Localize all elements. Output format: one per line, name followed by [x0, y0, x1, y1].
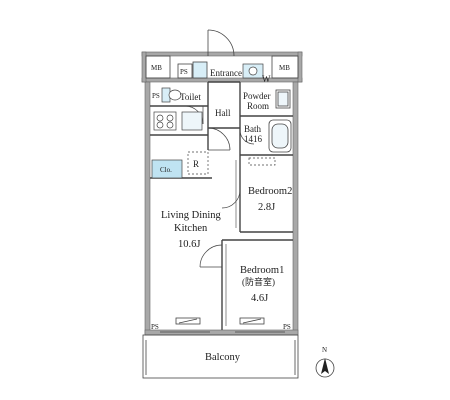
bedroom2-size: 2.8J — [258, 202, 275, 213]
ldk-label-1: Living Dining — [161, 210, 222, 221]
mb-right-label: MB — [279, 64, 290, 72]
bedroom1-note: (防音室) — [242, 276, 275, 287]
hall-label: Hall — [215, 108, 231, 118]
wc-label: W — [262, 74, 271, 84]
ldk-size: 10.6J — [178, 239, 200, 250]
mb-left-label: MB — [151, 64, 162, 72]
powder-room-label-2: Room — [247, 101, 269, 111]
fridge-label: R — [193, 159, 199, 169]
entrance-label: Entrance — [210, 68, 242, 78]
interior-walls — [150, 81, 293, 330]
wc-basin — [242, 63, 264, 79]
ps-bottom-left-label: PS — [151, 323, 159, 331]
balcony-label: Balcony — [205, 352, 241, 363]
north-compass: N — [315, 346, 335, 378]
bath-label-1: Bath — [244, 124, 261, 134]
ps-top-label: PS — [180, 68, 188, 76]
ldk-label-2: Kitchen — [174, 223, 208, 234]
kitchen-sink — [181, 111, 203, 131]
closet-label: Clo. — [160, 166, 172, 174]
powder-room-label-1: Powder — [243, 91, 271, 101]
bedroom1-name: Bedroom1 — [240, 265, 284, 276]
balcony — [142, 334, 299, 379]
washbasin — [275, 89, 291, 109]
outer-walls — [141, 51, 303, 336]
ps-left-label: PS — [152, 92, 160, 100]
bedroom2-name: Bedroom2 — [248, 186, 292, 197]
window-marks — [175, 317, 265, 325]
ps-bottom-right-label: PS — [283, 323, 291, 331]
top-strip — [145, 55, 299, 79]
bathtub — [268, 119, 292, 153]
entrance-door — [207, 29, 235, 57]
stove — [153, 111, 177, 131]
toilet-fixture — [161, 87, 182, 103]
labels: MB MB PS PS PS PS Entrance W Toilet Hall… — [151, 64, 292, 363]
bedroom2-closet — [248, 157, 276, 166]
wall-details — [225, 160, 237, 326]
closet-box — [151, 159, 183, 179]
fridge-box — [187, 151, 209, 175]
toilet-label: Toilet — [180, 92, 201, 102]
door-swings — [184, 105, 255, 268]
compass-north-label: N — [322, 346, 327, 354]
bedroom1-size: 4.6J — [251, 293, 268, 304]
bath-label-2: 1416 — [244, 134, 263, 144]
